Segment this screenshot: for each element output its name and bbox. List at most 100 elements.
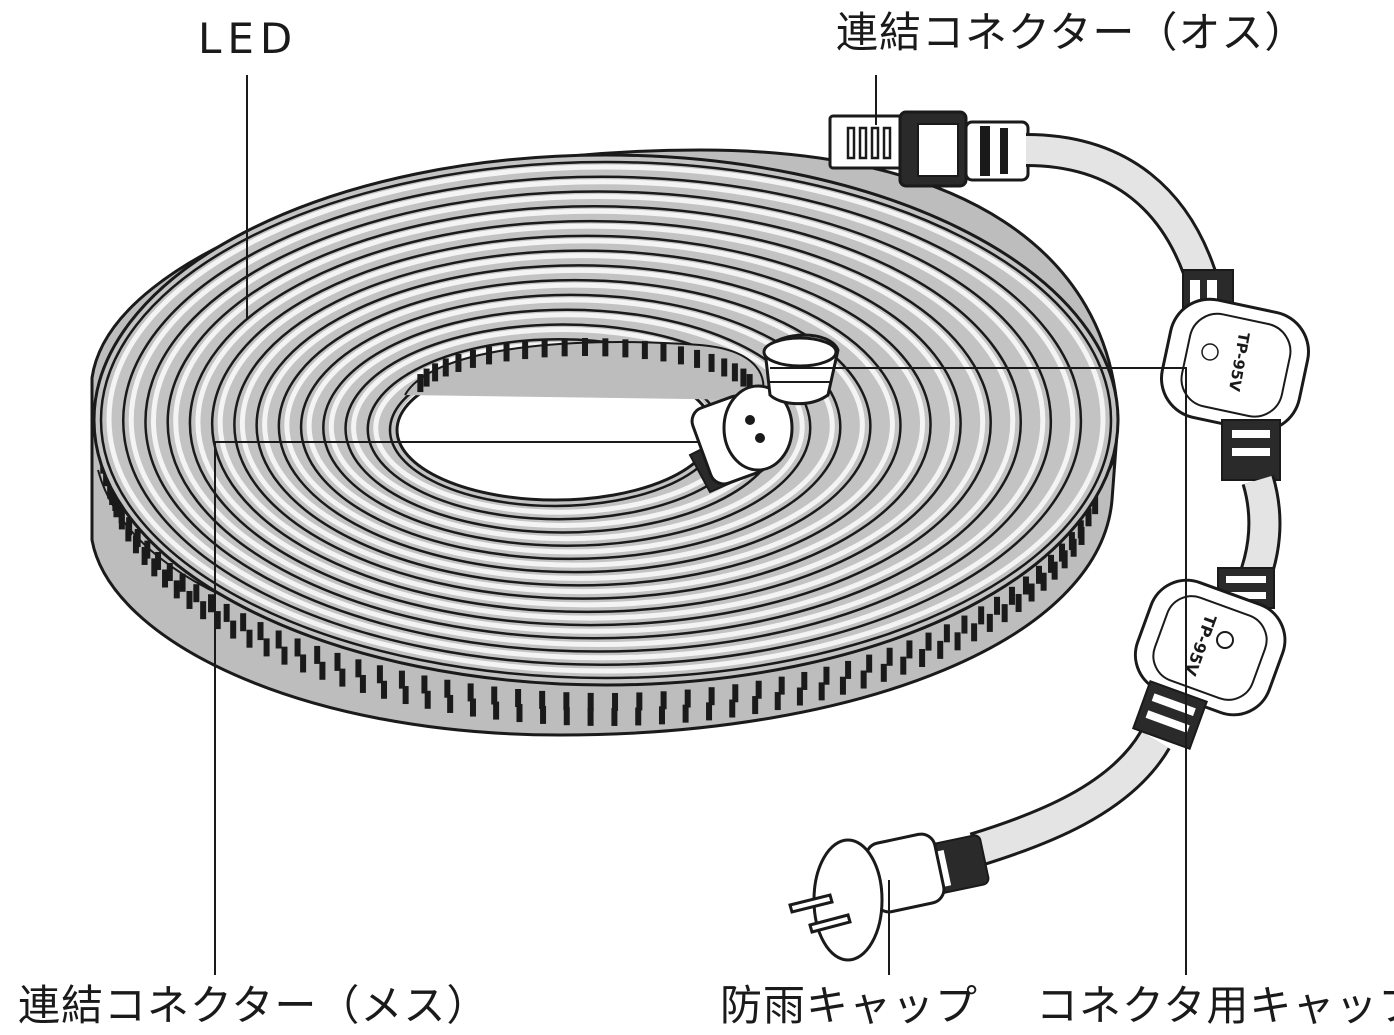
led-dot [611, 707, 618, 726]
led-dot [281, 646, 288, 665]
led-dot [778, 676, 785, 695]
winding-edge [144, 190, 1053, 653]
plug-pin-2 [808, 913, 852, 934]
led-dot [943, 624, 950, 643]
led-dot [355, 659, 362, 678]
led-dot [937, 640, 944, 659]
led-dot [954, 632, 961, 651]
led-dot [755, 680, 762, 699]
led-dot [978, 606, 985, 625]
led-dot [294, 638, 301, 657]
winding-edge [299, 293, 842, 561]
winding-edge [210, 234, 962, 614]
winding-highlight [284, 282, 865, 568]
led-dot [423, 368, 430, 387]
led-dot [1092, 496, 1099, 515]
led-dot [694, 349, 701, 368]
plug-pin-1 [788, 893, 834, 914]
leader-female-connector [214, 441, 700, 975]
led-dot [240, 613, 247, 632]
led-dot [660, 343, 667, 362]
led-dot [708, 353, 715, 372]
led-dot [493, 701, 500, 720]
led-dot [539, 690, 546, 709]
led-dot [866, 654, 873, 673]
led-dot [845, 660, 852, 679]
led-dot [682, 704, 689, 723]
led-dot [994, 596, 1001, 615]
led-dot [257, 622, 264, 641]
led-dot [246, 629, 253, 648]
led-strip-coil [90, 148, 1120, 737]
label-led: LED [198, 14, 299, 63]
led-dot [402, 686, 409, 705]
led-dot [729, 699, 736, 718]
led-dot [1040, 572, 1047, 591]
led-dot [900, 656, 907, 675]
led-dot [515, 689, 522, 708]
led-dot [635, 707, 642, 726]
led-dot [447, 694, 454, 713]
led-dot [179, 573, 186, 592]
winding-highlight [306, 297, 835, 555]
winding-highlight [173, 208, 1016, 634]
led-dot [1051, 561, 1058, 580]
led-dot [1022, 576, 1029, 595]
led-dot [561, 338, 568, 357]
led-dot [132, 535, 139, 554]
winding-edge [166, 205, 1023, 640]
led-dot [200, 601, 207, 620]
led-dot [339, 668, 346, 687]
male-connector [828, 110, 1030, 188]
led-dot [421, 675, 428, 694]
led-dot [162, 569, 169, 588]
led-dot [708, 687, 715, 706]
led-dot [587, 707, 594, 726]
led-dot [541, 339, 548, 358]
led-dot [1048, 554, 1055, 573]
led-dot [752, 696, 759, 715]
led-dot [677, 346, 684, 365]
led-dot [263, 638, 270, 657]
led-dot [319, 661, 326, 680]
winding-edge [121, 175, 1083, 667]
led-dot [125, 523, 132, 542]
led-dot [208, 594, 215, 613]
led-dot [444, 679, 451, 698]
led-dot [300, 654, 307, 673]
led-dot [486, 346, 493, 365]
led-dot [230, 620, 237, 639]
winding-edge [255, 264, 902, 587]
led-dot [314, 645, 321, 664]
led-dot [424, 690, 431, 709]
led-dot [113, 499, 120, 518]
leader-lines [214, 75, 1187, 975]
label-rain-cap: 防雨キャップ [720, 981, 979, 1030]
led-dots-bottom-row [109, 486, 1085, 726]
led-dot [636, 692, 643, 711]
led-dot [1035, 565, 1042, 584]
led-dot [214, 611, 221, 630]
led-dot [706, 702, 713, 721]
label-connector-cap: コネクタ用キャップ [1036, 981, 1394, 1030]
coil-windings [99, 160, 1113, 680]
winding-highlight [106, 164, 1106, 674]
led-dot [622, 339, 629, 358]
led-dot [516, 704, 523, 723]
led-dot [746, 374, 753, 393]
led-dot [886, 647, 893, 666]
led-dot [359, 674, 366, 693]
led-dot [1008, 586, 1015, 605]
led-dot [166, 563, 173, 582]
led-dot [193, 584, 200, 603]
led-dot [906, 640, 913, 659]
label-male-connector: 連結コネクター（オス） [836, 8, 1308, 57]
led-dot [275, 630, 282, 649]
led-dot [155, 551, 162, 570]
winding-highlight [195, 223, 986, 621]
led-dot [151, 558, 158, 577]
led-dot [818, 682, 825, 701]
led-dot [540, 705, 547, 724]
winding-highlight [150, 194, 1046, 648]
led-dot [986, 613, 993, 632]
